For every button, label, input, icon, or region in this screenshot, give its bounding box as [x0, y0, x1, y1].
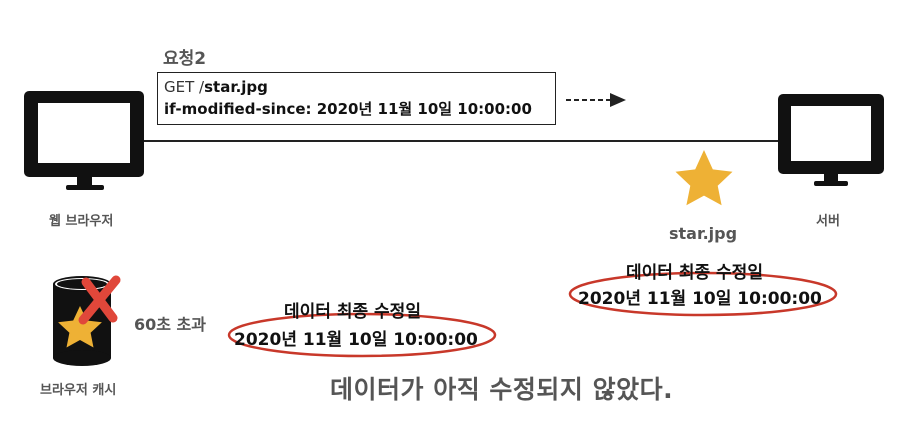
request-arrow: [566, 93, 626, 107]
cache-star-icon: [58, 306, 102, 348]
server-monitor-icon: [778, 94, 884, 186]
cache-date-highlight: [227, 312, 497, 358]
request-method: GET /: [164, 78, 205, 96]
server-file-label: star.jpg: [669, 224, 738, 243]
client-monitor-icon: [24, 91, 144, 190]
if-modified-since-header: if-modified-since: 2020년 11월 10일 10:00:0…: [164, 100, 532, 118]
request-title: 요청2: [163, 49, 207, 69]
star-icon: [675, 150, 733, 206]
cache-date-value: 2020년 11월 10일 10:00:00: [234, 330, 478, 350]
expired-cross-icon: [78, 275, 121, 325]
cache-date-label: 데이터 최종 수정일: [284, 302, 421, 322]
conclusion-text: 데이터가 아직 수정되지 않았다.: [330, 375, 674, 404]
request-message-box: GET /star.jpg if-modified-since: 2020년 1…: [157, 72, 556, 125]
server-date-highlight: [568, 271, 838, 317]
request-line: GET /star.jpg: [164, 76, 549, 98]
cache-expired-text: 60초 초과: [134, 315, 206, 334]
cache-label: 브라우저 캐시: [40, 383, 117, 398]
server-label: 서버: [816, 214, 840, 229]
request-path: star.jpg: [204, 78, 268, 96]
client-label: 웹 브라우저: [49, 214, 114, 229]
server-date-value: 2020년 11월 10일 10:00:00: [578, 289, 822, 309]
server-date-label: 데이터 최종 수정일: [626, 263, 763, 283]
